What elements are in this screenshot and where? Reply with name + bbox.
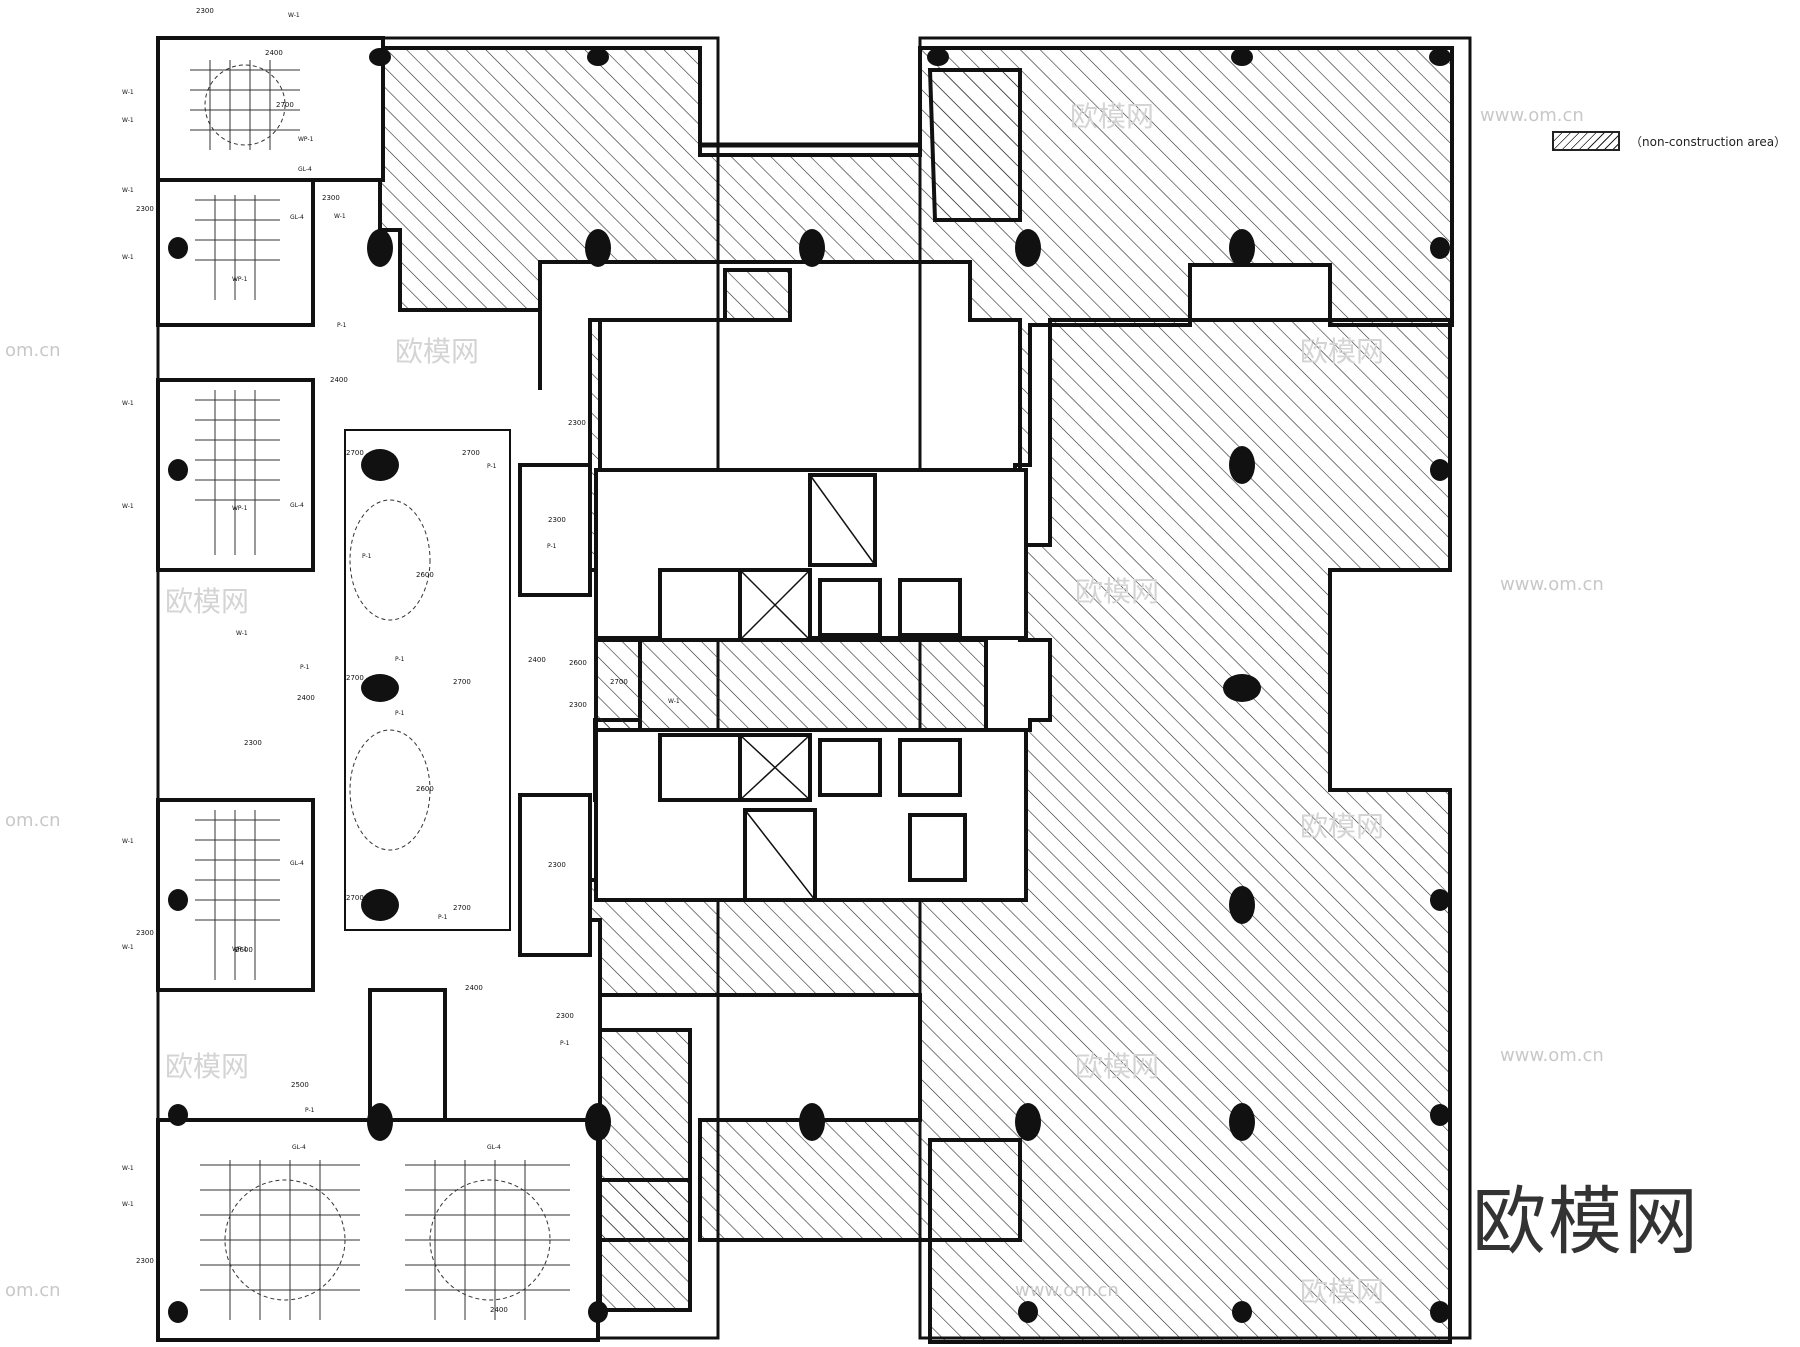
core-rooms [594, 468, 1028, 902]
ceiling-height-marks: 2300 2400 2700 2300 2300 2400 2300 2700 … [136, 7, 628, 1314]
watermark-cn: 欧模网 [1070, 100, 1155, 133]
tag-wp1: WP-1 [232, 946, 248, 953]
watermark-url-short: om.cn [5, 810, 61, 831]
ceiling-height-label: 2400 [528, 656, 546, 664]
tag-w1: W-1 [122, 89, 134, 96]
ceiling-height-label: 2300 [556, 1012, 574, 1020]
ceiling-height-label: 2700 [610, 678, 628, 686]
ceiling-height-label: 2300 [569, 701, 587, 709]
ceiling-height-label: 2500 [291, 1081, 309, 1089]
tag-w1: W-1 [122, 503, 134, 510]
columns [168, 48, 1451, 1323]
tag-p1: P-1 [300, 664, 310, 671]
tag-gl4: GL-4 [290, 214, 304, 221]
ceiling-height-label: 2300 [322, 194, 340, 202]
watermark-cn: 欧模网 [1300, 810, 1385, 843]
ceiling-height-label: 2700 [346, 674, 364, 682]
watermark-url: www.om.cn [1500, 574, 1604, 595]
tag-p1: P-1 [560, 1040, 570, 1047]
tags-paint: P-1 P-1 P-1 P-1 P-1 P-1 P-1 P-1 P-1 P-1 [300, 322, 570, 1114]
ceiling-height-label: 2600 [416, 571, 434, 579]
watermark-cn: 欧模网 [165, 585, 250, 618]
ceiling-height-label: 2600 [569, 659, 587, 667]
watermark-url: www.om.cn [1015, 1280, 1119, 1301]
watermark-url: www.om.cn [1480, 105, 1584, 126]
tag-wp1: WP-1 [232, 505, 248, 512]
ceiling-height-label: 2300 [196, 7, 214, 15]
tag-w1: W-1 [122, 254, 134, 261]
watermark-cn: 欧模网 [1300, 335, 1385, 368]
ceiling-height-label: 2300 [136, 1257, 154, 1265]
tag-gl4: GL-4 [290, 860, 304, 867]
tag-w1: W-1 [334, 213, 346, 220]
tag-p1: P-1 [395, 710, 405, 717]
ceiling-height-label: 2700 [346, 449, 364, 457]
watermark-url-short: om.cn [5, 1280, 61, 1301]
tag-w1: W-1 [122, 117, 134, 124]
tag-wp1: WP-1 [298, 136, 314, 143]
tags-glass: GL-4 GL-4 GL-4 GL-4 GL-4 GL-4 [290, 166, 501, 1151]
tag-p1: P-1 [487, 463, 497, 470]
watermark-cn: 欧模网 [1075, 1050, 1160, 1083]
tag-gl4: GL-4 [487, 1144, 501, 1151]
ceiling-height-label: 2300 [548, 516, 566, 524]
tag-w1: W-1 [236, 630, 248, 637]
tag-p1: P-1 [362, 553, 372, 560]
tag-p1: P-1 [395, 656, 405, 663]
tag-gl4: GL-4 [292, 1144, 306, 1151]
tag-w1: W-1 [122, 838, 134, 845]
tag-p1: P-1 [438, 914, 448, 921]
legend-label: non-construction area [1630, 133, 1786, 150]
tag-gl4: GL-4 [298, 166, 312, 173]
hatch-swatch [1552, 131, 1620, 151]
ceiling-height-label: 2700 [276, 101, 294, 109]
brand-logo-text: 欧模网 [1472, 1179, 1700, 1265]
ceiling-height-label: 2700 [462, 449, 480, 457]
ceiling-grids [190, 60, 570, 1320]
watermark-cn: 欧模网 [1075, 575, 1160, 608]
ceiling-height-label: 2400 [297, 694, 315, 702]
watermark-url-short: om.cn [5, 340, 61, 361]
ceiling-height-label: 2700 [453, 904, 471, 912]
hatched-areas [378, 46, 1454, 1344]
legend: non-construction area [1552, 128, 1786, 154]
ceiling-height-label: 2700 [453, 678, 471, 686]
watermark-url: www.om.cn [1500, 1045, 1604, 1066]
tag-w1: W-1 [122, 944, 134, 951]
tag-w1: W-1 [122, 187, 134, 194]
tag-w1: W-1 [668, 698, 680, 705]
tag-p1: P-1 [547, 543, 557, 550]
tag-w1: W-1 [122, 400, 134, 407]
ceiling-height-label: 2600 [416, 785, 434, 793]
ceiling-height-label: 2300 [244, 739, 262, 747]
tag-w1: W-1 [288, 12, 300, 19]
ceiling-height-label: 2400 [465, 984, 483, 992]
ceiling-height-label: 2400 [490, 1306, 508, 1314]
ceiling-height-label: 2700 [346, 894, 364, 902]
tag-w1: W-1 [122, 1165, 134, 1172]
ceiling-height-label: 2400 [265, 49, 283, 57]
ceiling-height-label: 2300 [136, 205, 154, 213]
ceiling-height-label: 2400 [330, 376, 348, 384]
tag-wp1: WP-1 [232, 276, 248, 283]
tag-p1: P-1 [305, 1107, 315, 1114]
watermark-cn: 欧模网 [165, 1050, 250, 1083]
tags-window: W-1 W-1 W-1 W-1 W-1 W-1 W-1 W-1 W-1 W-1 … [122, 12, 680, 1208]
ceiling-height-label: 2600 [235, 946, 253, 954]
ceiling-height-label: 2300 [568, 419, 586, 427]
tag-p1: P-1 [337, 322, 347, 329]
tag-gl4: GL-4 [290, 502, 304, 509]
tags-wall-panel: WP-1 WP-1 WP-1 WP-1 [232, 136, 314, 953]
watermark-cn: 欧模网 [395, 335, 480, 368]
ceiling-height-label: 2300 [136, 929, 154, 937]
ceiling-height-label: 2300 [548, 861, 566, 869]
tag-w1: W-1 [122, 1201, 134, 1208]
watermark-cn: 欧模网 [1300, 1275, 1385, 1308]
